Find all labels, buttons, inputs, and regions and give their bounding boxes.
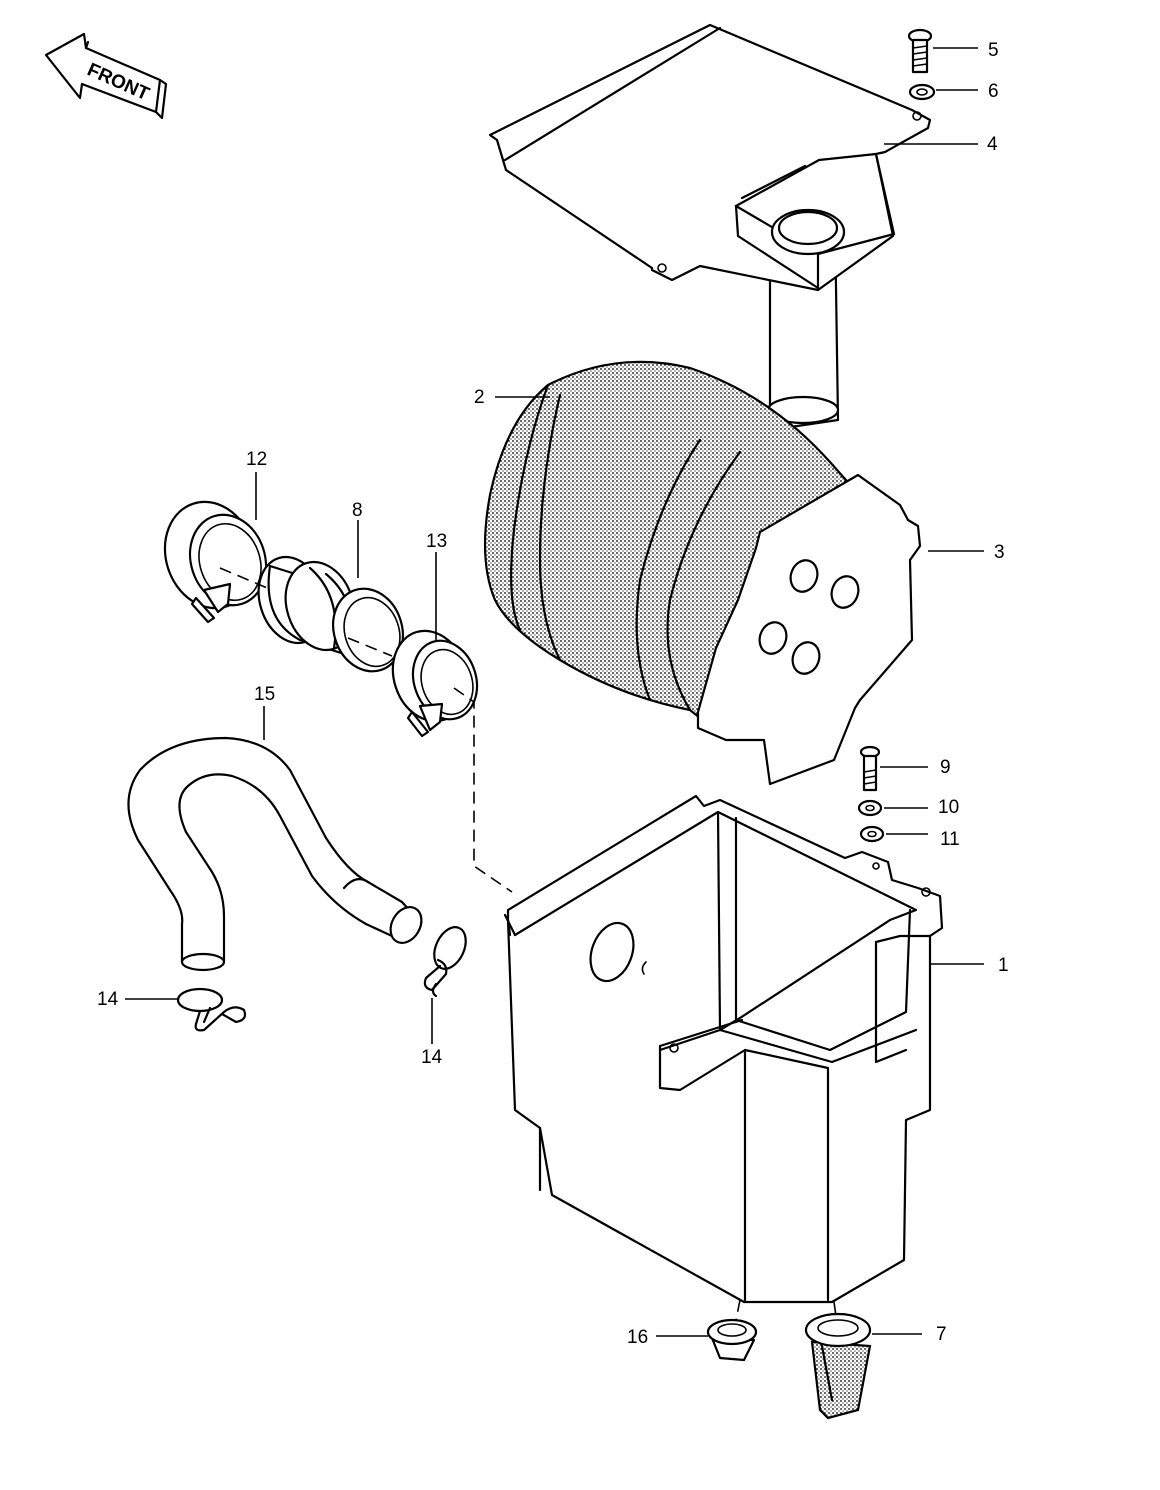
- hose-clamp-carburetor-side: [163, 500, 268, 624]
- breather-hose-clip-right: [423, 926, 467, 998]
- callout-1: 1: [998, 955, 1009, 976]
- callout-3: 3: [994, 542, 1005, 563]
- callout-10: 10: [938, 797, 959, 818]
- callout-6: 6: [988, 81, 999, 102]
- intake-duct: [257, 555, 404, 673]
- callout-8: 8: [352, 500, 363, 521]
- callout-2: 2: [474, 387, 485, 408]
- lock-washer: [857, 799, 883, 817]
- front-arrow-icon: FRONT: [44, 32, 168, 120]
- cover-screw: [907, 28, 933, 74]
- callout-16: 16: [627, 1327, 648, 1348]
- case-bolt: [859, 745, 881, 792]
- assembly-lines: [219, 567, 837, 1321]
- flat-washer: [859, 825, 885, 843]
- callout-11: 11: [940, 829, 960, 850]
- callout-14-right: 14: [421, 1047, 443, 1068]
- callout-9: 9: [940, 757, 951, 778]
- callout-4: 4: [987, 134, 998, 155]
- air-cleaner-case: [503, 794, 944, 1304]
- callout-5: 5: [988, 40, 999, 61]
- hose-clamp-case-side: [391, 629, 479, 738]
- callout-13: 13: [426, 531, 447, 552]
- callout-15: 15: [254, 684, 275, 705]
- callout-12: 12: [246, 449, 267, 470]
- element-end-plate: [696, 473, 922, 786]
- callout-7: 7: [936, 1324, 947, 1345]
- breather-hose: [127, 736, 423, 972]
- breather-hose-clip-left: [176, 987, 247, 1032]
- callout-numbers: 5 6 4 2 3 12 8 13 15 9 10 11 1 14 14 16 …: [97, 40, 1009, 1348]
- callout-leaders: [125, 47, 984, 1337]
- drain-cap: [804, 1312, 872, 1420]
- cover-washer: [908, 83, 936, 101]
- drain-plug: [706, 1318, 758, 1362]
- callout-14-left: 14: [97, 989, 119, 1010]
- air-cleaner-cover: [488, 23, 932, 432]
